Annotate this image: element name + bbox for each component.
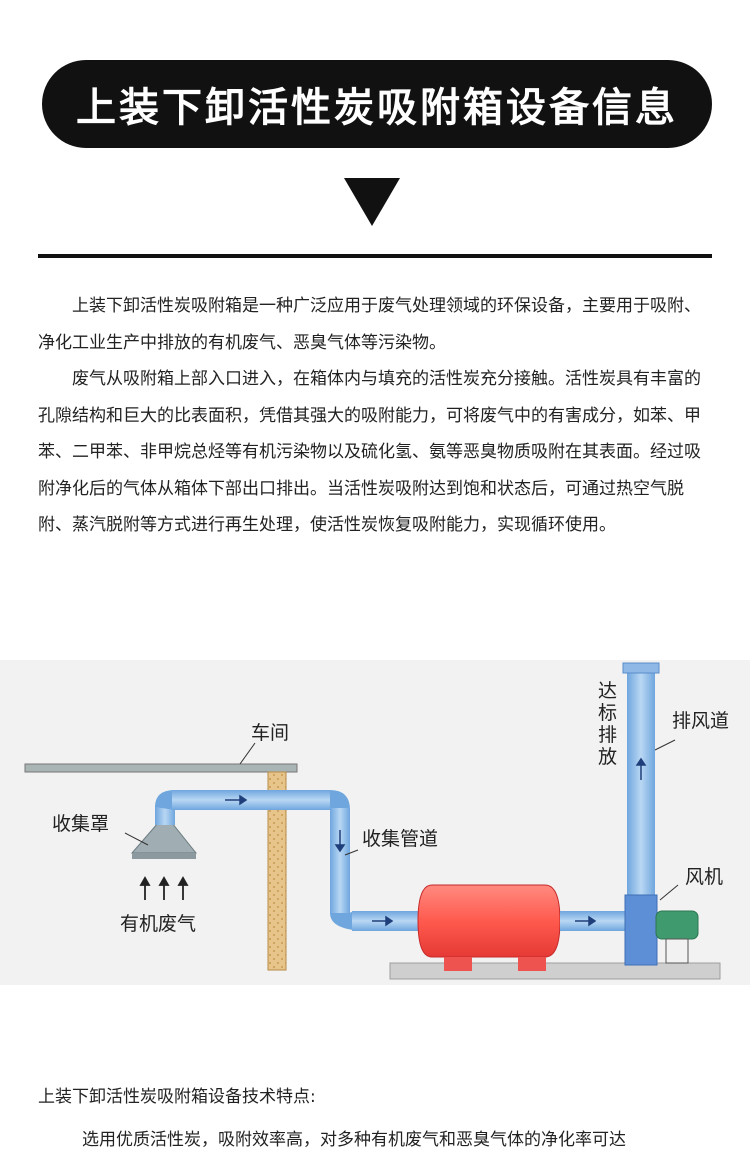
pipe-elbow-2 <box>330 790 350 810</box>
label-workshop: 车间 <box>251 722 289 744</box>
label-standard-emission: 达标排放 <box>598 680 617 768</box>
intro-text: 上装下卸活性炭吸附箱是一种广泛应用于废气处理领域的环保设备，主要用于吸附、净化工… <box>38 288 712 544</box>
box-leg-right <box>518 957 546 971</box>
workshop-ceiling <box>24 763 298 773</box>
divider <box>38 254 712 258</box>
fan-motor <box>655 910 699 940</box>
down-arrow-icon <box>344 178 400 226</box>
box-leg-left <box>444 957 472 971</box>
features-line-1: 选用优质活性炭，吸附效率高，对多种有机废气和恶臭气体的净化率可达 <box>82 1130 626 1150</box>
hood-lip <box>132 853 196 859</box>
intro-paragraph-1: 上装下卸活性炭吸附箱是一种广泛应用于废气处理领域的环保设备，主要用于吸附、净化工… <box>38 296 701 353</box>
ground <box>389 962 721 980</box>
label-organic-gas: 有机废气 <box>120 913 196 935</box>
label-exhaust-duct: 排风道 <box>672 710 729 732</box>
label-pipe: 收集管道 <box>362 828 438 850</box>
fan-stand <box>665 938 689 964</box>
title-banner: 上装下卸活性炭吸附箱设备信息 <box>42 60 712 148</box>
process-diagram: 车间 收集罩 有机废气 收集管道 排风道 风机 达标排放 <box>0 660 750 985</box>
stack-base <box>624 894 658 966</box>
gas-arrows <box>139 876 189 900</box>
banner-title: 上装下卸活性炭吸附箱设备信息 <box>76 85 678 131</box>
leader-lines <box>124 739 679 901</box>
adsorption-box <box>417 884 561 958</box>
pipe-hood-riser <box>155 805 175 825</box>
exhaust-stack <box>627 673 655 933</box>
intro-paragraph-2: 废气从吸附箱上部入口进入，在箱体内与填充的活性炭充分接触。活性炭具有丰富的孔隙结… <box>38 369 701 535</box>
workshop-wall <box>267 771 287 971</box>
pipe-horizontal-top <box>172 790 330 810</box>
stack-cap <box>622 662 660 674</box>
features-title: 上装下卸活性炭吸附箱设备技术特点: <box>38 1087 316 1107</box>
pipe-elbow-1 <box>155 790 175 810</box>
label-fan: 风机 <box>685 866 723 888</box>
label-hood: 收集罩 <box>52 813 109 835</box>
pipe-vertical <box>330 808 350 913</box>
flow-arrows <box>225 757 647 927</box>
